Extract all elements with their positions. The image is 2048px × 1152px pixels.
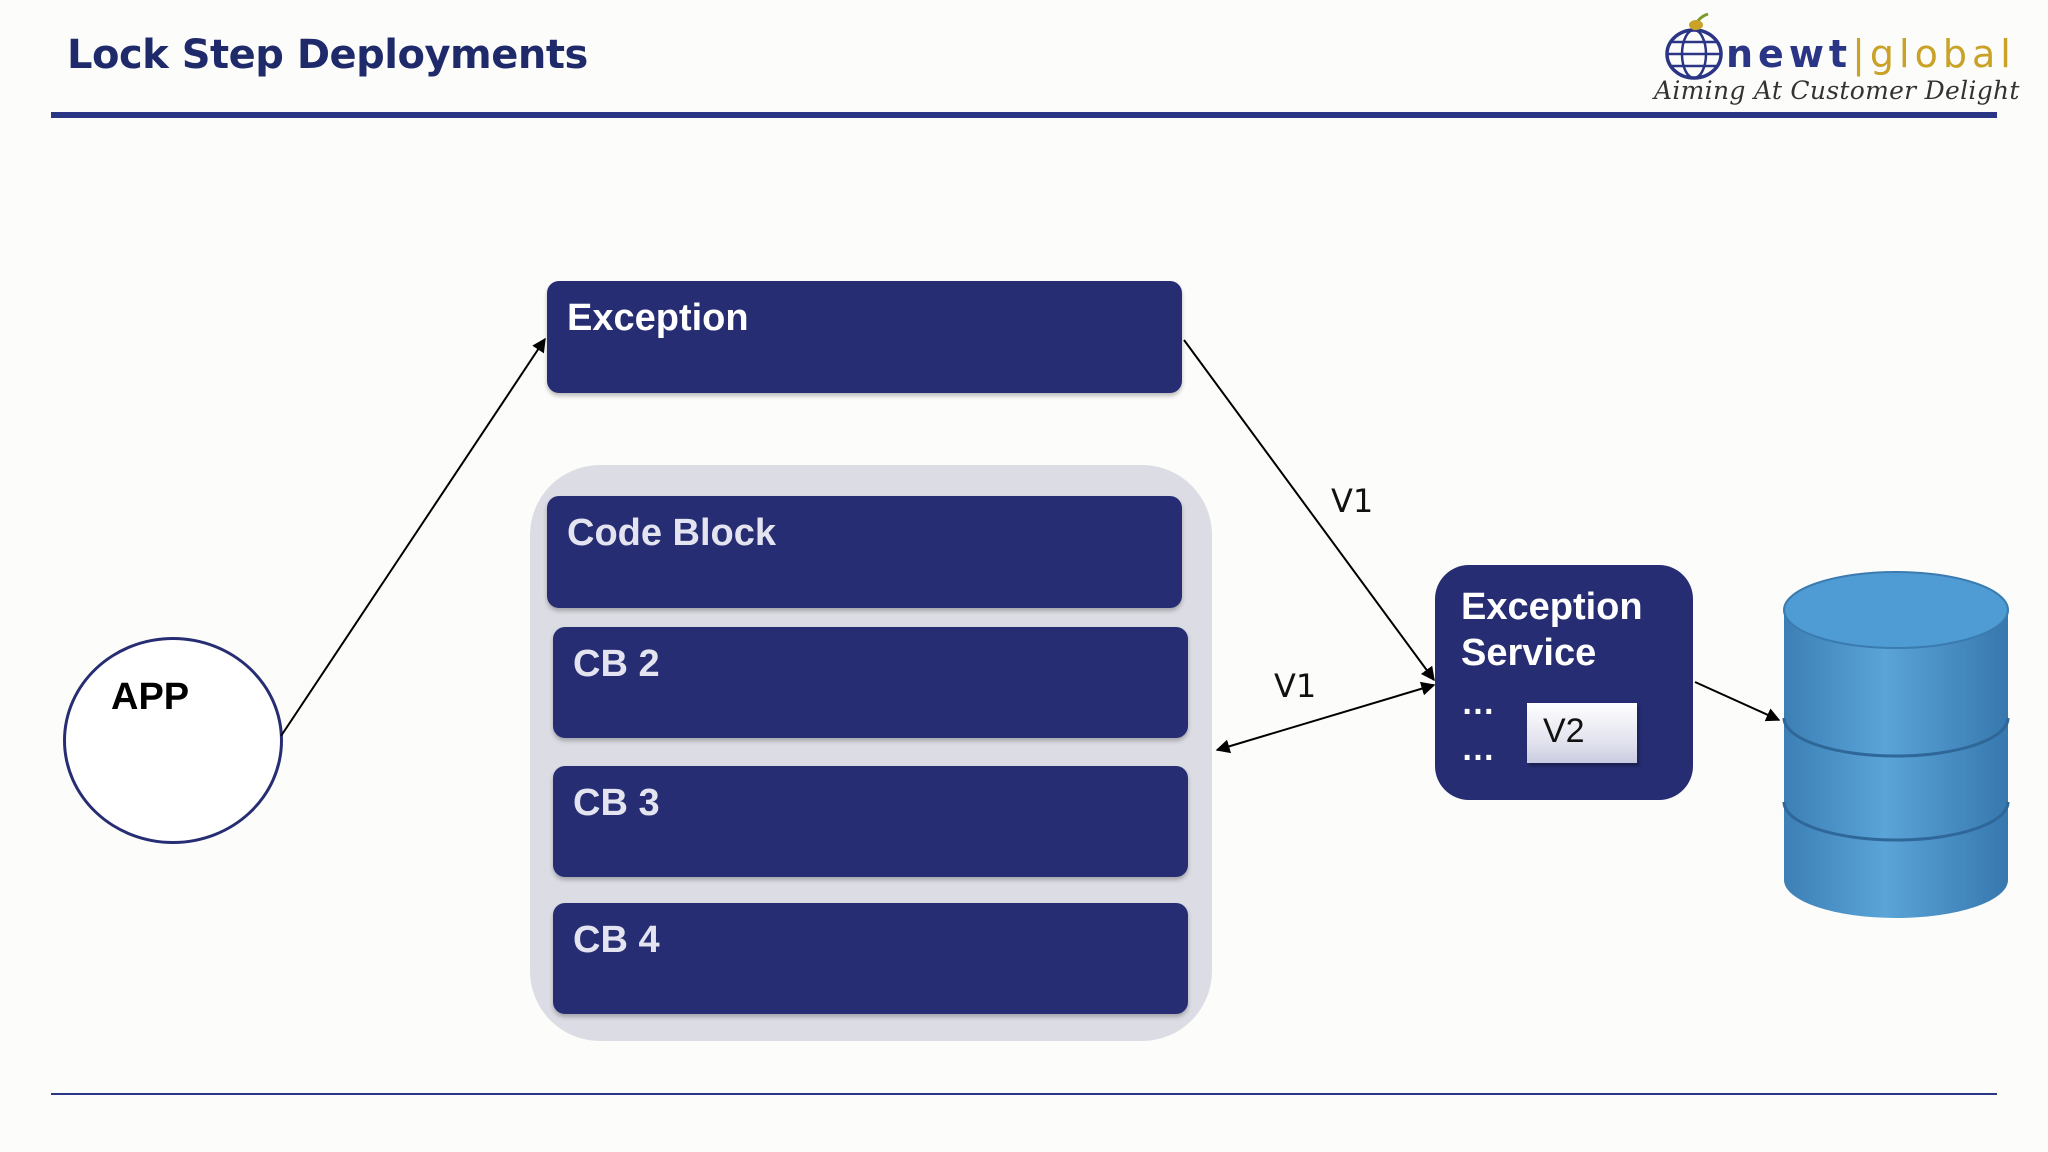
app-label: APP [111, 676, 190, 718]
logo-word-newt: newt [1726, 32, 1853, 76]
cb4-label: CB 4 [573, 919, 660, 961]
code-block-label: Code Block [567, 512, 777, 554]
arrow-service-to-codeblocks [1215, 681, 1436, 754]
arrow-app-to-exception [280, 337, 546, 737]
cb3-label: CB 3 [573, 782, 660, 824]
service-ellipsis-2: … [1461, 730, 1497, 768]
exception-box: Exception [547, 281, 1182, 393]
app-node [63, 637, 283, 844]
exception-service-title: Exception Service [1461, 586, 1643, 674]
newt-global-globe-icon [1665, 12, 1723, 80]
cb3-box: CB 3 [553, 766, 1188, 877]
header-divider [51, 112, 1997, 118]
arrow-exception-to-service [1183, 339, 1435, 682]
logo-separator: | [1852, 32, 1870, 76]
cb2-label: CB 2 [573, 643, 660, 685]
database-icon [1782, 571, 2010, 918]
code-block-box: Code Block [547, 496, 1182, 608]
service-ellipsis-1: … [1461, 684, 1497, 722]
edge-label-exception-service: V1 [1331, 482, 1374, 520]
cb4-box: CB 4 [553, 903, 1188, 1014]
page-title: Lock Step Deployments [67, 32, 588, 78]
edge-label-service-codeblocks: V1 [1274, 667, 1317, 705]
cb2-box: CB 2 [553, 627, 1188, 738]
logo-wordmark: newt|global [1726, 32, 2016, 76]
exception-box-label: Exception [567, 297, 749, 339]
service-version-badge: V2 [1527, 703, 1637, 763]
logo-word-global: global [1869, 32, 2016, 76]
arrow-service-to-database [1694, 681, 1781, 722]
logo-tagline: Aiming At Customer Delight [1654, 76, 2020, 105]
footer-divider [51, 1093, 1997, 1095]
service-version-label: V2 [1543, 712, 1585, 750]
